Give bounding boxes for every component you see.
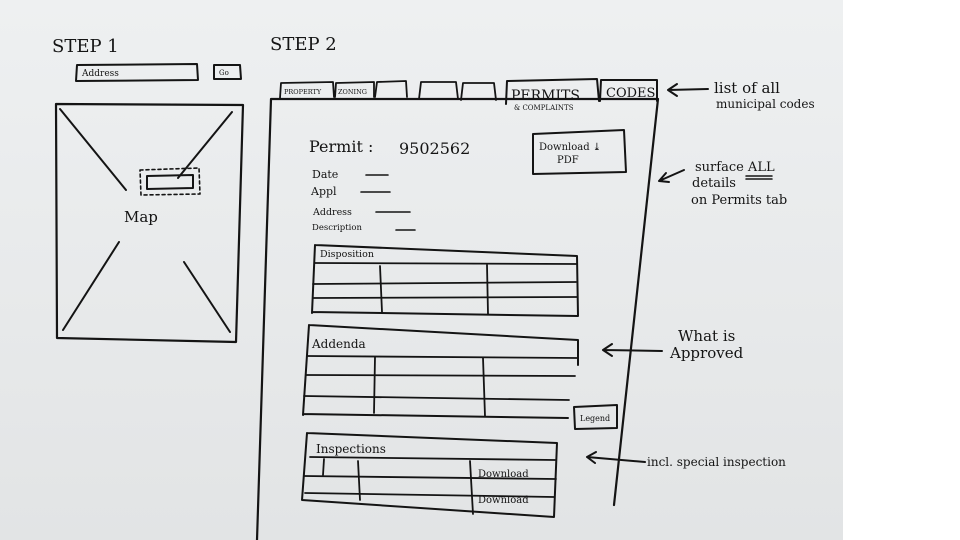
download-row-2-label: Download [478,495,529,506]
note-codes-2: municipal codes [716,97,815,111]
download-pdf-label-2: PDF [557,155,579,166]
note-details-2: details [692,176,736,191]
disposition-table: Disposition [311,244,579,317]
tab-permits-label: PERMITS [511,88,580,104]
go-button-label: Go [219,69,229,77]
field-address-label: Address [312,207,352,218]
step2-title: STEP 2 [270,34,337,55]
note-details-1: surface ALL [695,160,775,175]
tab-blank-1[interactable] [374,80,408,98]
legend-button[interactable]: Legend [573,404,618,430]
tab-property[interactable]: PROPERTY [279,81,335,99]
tab-permits[interactable]: PERMITS & COMPLAINTS [505,78,600,112]
download-pdf-button[interactable]: Download ⤓ PDF [532,129,627,175]
download-pdf-label-1: Download ⤓ [539,142,601,153]
wireframe-sketch: STEP 1 Address Go Map STEP 2 PROPERTY ZO… [52,34,815,540]
address-input-label: Address [81,69,119,79]
tab-zoning-label: ZONING [338,88,367,96]
note-approved-1: What is [678,327,735,345]
permits-panel [255,97,660,540]
note-details-3: on Permits tab [691,193,787,208]
sketch-paper: STEP 1 Address Go Map STEP 2 PROPERTY ZO… [0,0,843,540]
arrow-to-addenda [602,343,663,357]
permit-label: Permit : [309,137,373,156]
go-button[interactable]: Go [213,64,242,80]
tab-permits-sublabel: & COMPLAINTS [514,104,574,112]
tab-zoning[interactable]: ZONING [334,81,375,98]
disposition-heading: Disposition [320,249,374,260]
map-label: Map [124,208,158,226]
download-button-row-2[interactable]: Download [478,495,529,506]
tab-blank-2[interactable] [418,81,459,100]
inspections-table: Inspections [301,432,558,518]
field-date-label: Date [312,168,338,181]
download-button-row-1[interactable]: Download [478,469,529,480]
step1-title: STEP 1 [52,36,119,57]
map-placeholder[interactable]: Map [54,102,245,344]
note-inspection: incl. special inspection [647,455,786,469]
download-row-1-label: Download [478,469,529,480]
arrow-to-inspections [586,451,646,464]
field-appl-label: Appl [310,185,337,198]
tab-property-label: PROPERTY [284,88,322,96]
tab-codes[interactable]: CODES [599,79,658,102]
addenda-heading: Addenda [311,337,366,351]
arrow-to-codes [667,83,709,97]
arrow-to-details [658,169,685,183]
address-input[interactable]: Address [75,63,199,82]
note-codes-1: list of all [714,79,780,97]
field-description-label: Description [312,223,362,233]
tab-codes-label: CODES [606,86,655,101]
note-approved-2: Approved [669,344,744,362]
addenda-table: Addenda [302,324,579,419]
inspections-heading: Inspections [316,442,386,456]
permit-number: 9502562 [399,139,470,158]
legend-label: Legend [580,414,610,423]
tab-blank-3[interactable] [460,82,497,101]
